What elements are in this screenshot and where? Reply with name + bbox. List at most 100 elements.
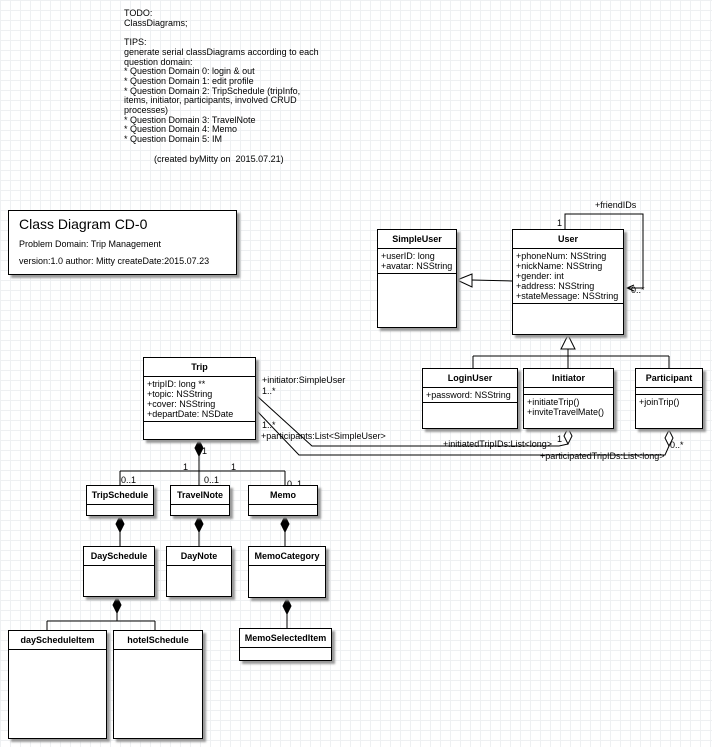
class-initiator[interactable]: Initiator +initiateTrip() +inviteTravelM… — [523, 368, 614, 429]
operations-section: +joinTrip() — [636, 395, 702, 428]
body-section — [84, 566, 154, 596]
friend-many-mult: 0..* — [631, 285, 645, 295]
memo-composition-diamond — [280, 514, 290, 534]
class-name: LoginUser — [423, 369, 517, 388]
operation: +joinTrip() — [639, 397, 680, 407]
todo-tips-note: TODO: ClassDiagrams; TIPS: generate seri… — [124, 8, 319, 164]
operations-section — [423, 403, 517, 428]
dayschedule-composition-diamond — [112, 595, 122, 615]
trip-one-mult: 1 — [202, 446, 208, 456]
attributes-section: +tripID: long ** +topic: NSString +cover… — [144, 377, 255, 422]
class-tripschedule[interactable]: TripSchedule — [86, 485, 154, 516]
attribute: +nickName: NSString — [516, 261, 603, 271]
attribute: +avatar: NSString — [381, 261, 453, 271]
class-memo[interactable]: Memo — [248, 485, 318, 516]
friend-one-mult: 1 — [557, 218, 563, 228]
trip-initiator-association — [256, 395, 569, 447]
attribute: +phoneNum: NSString — [516, 251, 607, 261]
participated-ids-label: +participatedTripIDs:List<long> — [540, 451, 665, 461]
class-name: MemoSelectedItem — [240, 629, 331, 648]
participants-role-label: +participants:List<SimpleUser> — [261, 431, 386, 441]
class-name: hotelSchedule — [114, 631, 202, 650]
body-section — [114, 650, 202, 738]
attribute: +cover: NSString — [147, 399, 216, 409]
body-section — [249, 505, 317, 515]
participant-aggregation-diamond — [664, 428, 674, 448]
class-name: DayNote — [167, 547, 231, 566]
operation: +inviteTravelMate() — [527, 407, 604, 417]
generalization-arrowhead-user — [560, 333, 576, 350]
body-section — [171, 505, 229, 515]
body-section — [240, 648, 331, 660]
attributes-section: +password: NSString — [423, 388, 517, 403]
class-dayscheduleitem[interactable]: dayScheduleItem — [8, 630, 107, 739]
operation: +initiateTrip() — [527, 397, 580, 407]
class-daynote[interactable]: DayNote — [166, 546, 232, 597]
attributes-section — [636, 388, 702, 395]
class-name: DaySchedule — [84, 547, 154, 566]
generalization-arrowhead-simpleuser — [455, 273, 473, 288]
initiator-role-label: +initiator:SimpleUser — [262, 375, 346, 385]
attributes-section — [524, 388, 613, 395]
diagram-title-box[interactable]: Class Diagram CD-0 Problem Domain: Trip … — [8, 210, 237, 275]
class-name: TripSchedule — [87, 486, 153, 505]
problem-domain: Problem Domain: Trip Management — [19, 239, 162, 249]
body-section — [87, 505, 153, 515]
participant-many-mult: 0..* — [670, 440, 684, 450]
attribute: +password: NSString — [426, 390, 511, 400]
class-memocategory[interactable]: MemoCategory — [248, 546, 326, 598]
class-loginuser[interactable]: LoginUser +password: NSString — [422, 368, 518, 429]
initiator-aggregation-diamond — [563, 426, 573, 446]
tripschedule-composition-diamond — [115, 514, 125, 534]
class-name: Trip — [144, 358, 255, 377]
tripschedule-mult: 0..1 — [121, 475, 137, 485]
travelnote-composition-diamond — [194, 514, 204, 534]
attributes-section: +userID: long +avatar: NSString — [378, 249, 456, 274]
attribute: +stateMessage: NSString — [516, 291, 619, 301]
class-name: TravelNote — [171, 486, 229, 505]
class-name: Participant — [636, 369, 702, 388]
body-section — [249, 566, 325, 597]
class-hotelschedule[interactable]: hotelSchedule — [113, 630, 203, 739]
operations-section: +initiateTrip() +inviteTravelMate() — [524, 395, 613, 428]
class-dayschedule[interactable]: DaySchedule — [83, 546, 155, 597]
user-simpleuser-generalization — [471, 279, 513, 282]
attribute: +userID: long — [381, 251, 435, 261]
class-name: dayScheduleItem — [9, 631, 106, 650]
attribute: +tripID: long ** — [147, 379, 206, 389]
travelnote-mult: 0..1 — [204, 475, 220, 485]
class-user[interactable]: User +phoneNum: NSString +nickName: NSSt… — [512, 229, 624, 335]
friend-ids-label: +friendIDs — [595, 200, 637, 210]
operations-section — [513, 304, 623, 334]
class-name: SimpleUser — [378, 230, 456, 249]
memocategory-composition-diamond — [282, 596, 292, 616]
initiator-one-mult: 1 — [557, 434, 563, 444]
friend-ids-association — [564, 213, 644, 289]
attribute: +address: NSString — [516, 281, 595, 291]
class-name: Memo — [249, 486, 317, 505]
class-name: Initiator — [524, 369, 613, 388]
operations-section — [378, 274, 456, 327]
participants-mult-label: 1..* — [262, 420, 276, 430]
class-simpleuser[interactable]: SimpleUser +userID: long +avatar: NSStri… — [377, 229, 457, 328]
class-travelnote[interactable]: TravelNote — [170, 485, 230, 516]
version-info: version:1.0 author: Mitty createDate:201… — [19, 256, 210, 266]
attribute: +gender: int — [516, 271, 564, 281]
diagram-title: Class Diagram CD-0 — [19, 216, 148, 232]
friend-ids-arrowhead — [625, 284, 635, 292]
memo-mult: 0..1 — [287, 479, 303, 489]
attributes-section: +phoneNum: NSString +nickName: NSString … — [513, 249, 623, 304]
initiated-ids-label: +initiatedTripIDs:List<long> — [443, 439, 552, 449]
class-participant[interactable]: Participant +joinTrip() — [635, 368, 703, 429]
body-section — [167, 566, 231, 596]
class-trip[interactable]: Trip +tripID: long ** +topic: NSString +… — [143, 357, 256, 440]
attribute: +departDate: NSDate — [147, 409, 234, 419]
trip-participant-association — [256, 410, 670, 456]
class-memoselecteditem[interactable]: MemoSelectedItem — [239, 628, 332, 661]
body-section — [9, 650, 106, 738]
initiator-mult-label: 1..* — [262, 386, 276, 396]
tripschedule-one-mult: 1 — [183, 462, 189, 472]
class-name: User — [513, 230, 623, 249]
attribute: +topic: NSString — [147, 389, 213, 399]
